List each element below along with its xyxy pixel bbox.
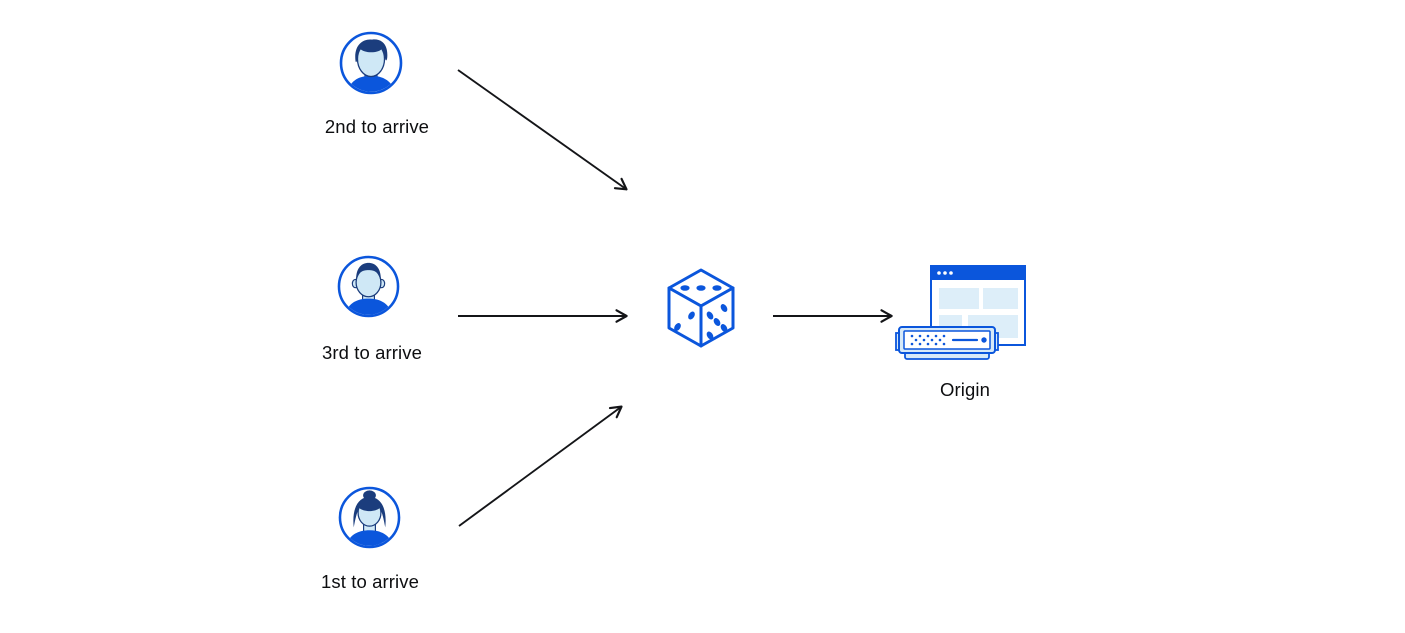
dice-icon bbox=[667, 268, 735, 348]
server-icon bbox=[895, 326, 999, 360]
client-label-1st: 1st to arrive bbox=[321, 571, 419, 592]
male-avatar-icon bbox=[337, 255, 400, 318]
client-label-2nd: 2nd to arrive bbox=[324, 116, 430, 137]
arrow-client2-to-dice bbox=[457, 69, 628, 191]
arrow-client1-to-dice bbox=[458, 405, 623, 527]
female-avatar-icon bbox=[338, 486, 401, 549]
client-label-3rd: 3rd to arrive bbox=[321, 342, 422, 363]
male-avatar-icon bbox=[339, 31, 403, 95]
origin-node bbox=[885, 265, 1045, 405]
client-node-1st bbox=[338, 486, 401, 549]
dice-node bbox=[665, 267, 737, 349]
client-node-3rd bbox=[337, 255, 400, 318]
origin-label: Origin bbox=[940, 379, 990, 400]
client-node-2nd bbox=[339, 31, 403, 95]
